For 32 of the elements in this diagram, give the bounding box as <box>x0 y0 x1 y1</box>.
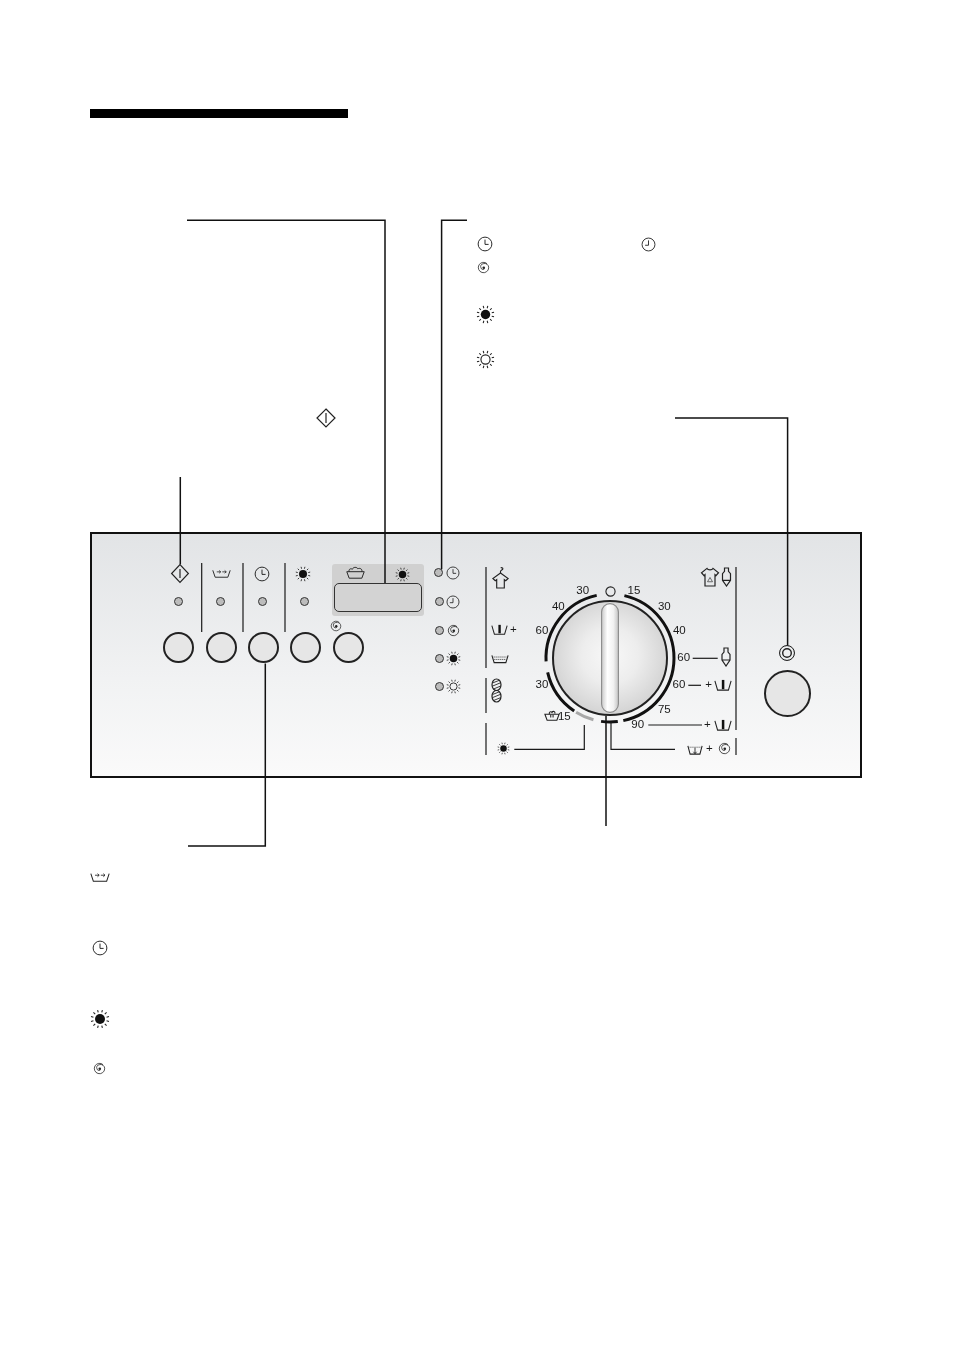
leader-line <box>179 476 182 566</box>
scale-number: 60 <box>677 652 691 665</box>
leader-line <box>187 662 267 847</box>
control-panel <box>90 532 862 778</box>
scale-number: 90 <box>631 719 645 731</box>
scale-number: 15 <box>557 710 571 723</box>
indicator-light-icon <box>434 568 444 577</box>
push-button <box>247 632 279 663</box>
leader-line <box>674 417 789 647</box>
plus-sign: + <box>703 719 711 731</box>
leader-line <box>605 715 607 827</box>
scale-number: 30 <box>657 601 671 614</box>
push-button <box>332 632 364 663</box>
scale-number: 40 <box>551 601 565 614</box>
plus-sign: + <box>509 624 517 636</box>
scale-number: 30 <box>535 679 549 692</box>
push-button <box>205 632 237 663</box>
push-button <box>290 632 321 663</box>
scale-number: 40 <box>672 625 686 637</box>
diamond-icon <box>170 563 189 583</box>
scale-number: 15 <box>627 585 641 597</box>
plus-sign: + <box>705 743 713 756</box>
scale-number: 75 <box>657 704 671 716</box>
scale-number: 60 <box>672 679 686 692</box>
scale-number: 60 <box>535 625 549 637</box>
leader-line <box>440 219 468 570</box>
display-window <box>333 582 422 612</box>
leader-line <box>186 219 386 584</box>
ring-icon <box>779 645 795 661</box>
plus-sign: + <box>705 679 713 692</box>
push-button <box>162 632 194 663</box>
scale-number: 30 <box>576 585 590 597</box>
